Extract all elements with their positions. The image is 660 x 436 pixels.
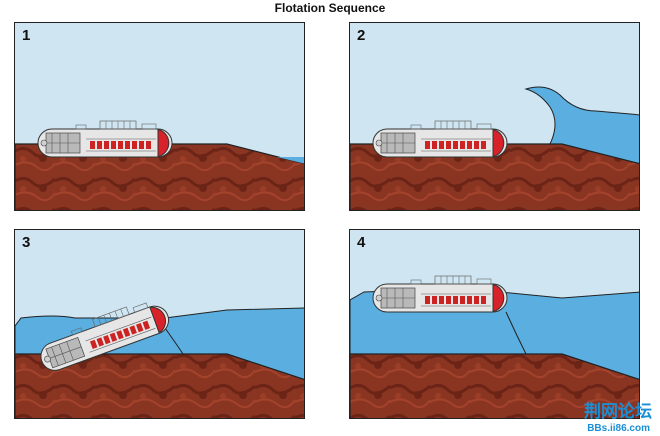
- ground: [15, 353, 304, 418]
- panel-3: 3: [14, 229, 305, 419]
- panel-1-scene: [15, 23, 304, 210]
- panel-number: 2: [357, 27, 366, 44]
- watermark-logo: 荆网论坛: [584, 402, 652, 421]
- water: [277, 157, 304, 164]
- ground: [350, 353, 639, 418]
- panel-4: 4: [349, 229, 640, 419]
- panel-2: 2: [349, 22, 640, 211]
- panel-2-scene: [350, 23, 639, 210]
- ground: [350, 143, 639, 210]
- diagram-title: Flotation Sequence: [274, 1, 386, 15]
- panel-4-scene: [350, 230, 639, 418]
- panel-number: 1: [22, 27, 31, 44]
- panel-number: 3: [22, 234, 31, 251]
- ground: [15, 143, 304, 210]
- panel-number: 4: [357, 234, 366, 251]
- panel-3-scene: [15, 230, 304, 418]
- watermark-url: BBs.ii86.com: [587, 423, 650, 434]
- tether-line: [505, 311, 527, 355]
- tether-line: [164, 327, 184, 355]
- panel-1: 1: [14, 22, 305, 211]
